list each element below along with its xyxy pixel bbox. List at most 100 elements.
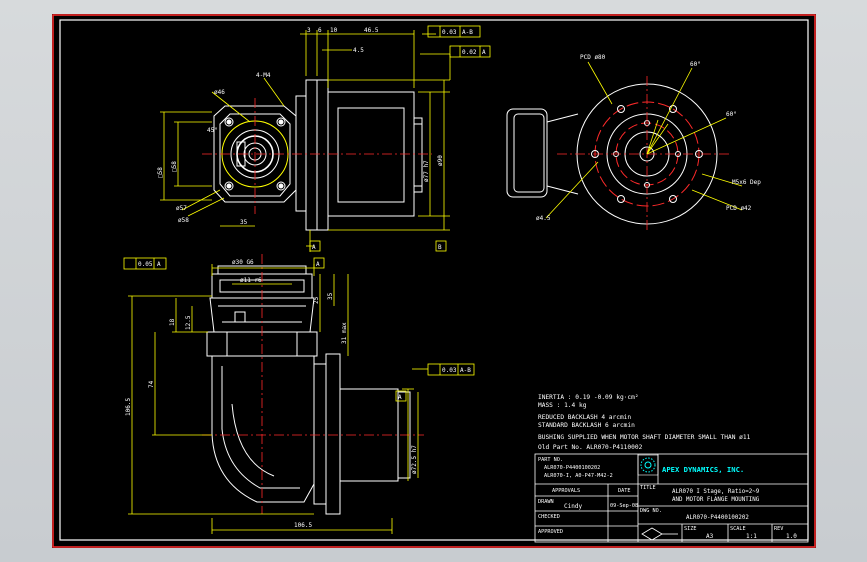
tb-scale: 1:1 (746, 533, 757, 540)
datum-b-top: B (438, 244, 442, 251)
title-block (534, 453, 809, 543)
tb-title-label: TITLE (640, 485, 656, 491)
tb-checked-label: CHECKED (538, 514, 560, 520)
inner-border (59, 19, 809, 541)
gearhead-inner (219, 113, 291, 197)
dim-35: 35 (240, 219, 248, 226)
gearhead-block (213, 105, 297, 203)
bolt-hole-2 (276, 117, 286, 127)
tol-side-perp-ref: A-B (460, 367, 471, 374)
tb-company: APEX DYNAMICS, INC. (662, 465, 744, 474)
spec-notes: INERTIA : 0.19 -0.09 kg·cm² MASS : 1.4 k… (538, 394, 751, 451)
tol-top-perp-ref: A (482, 49, 486, 56)
dim-74: 74 (148, 380, 155, 388)
right-angle-housing (211, 355, 315, 503)
dim-4-5: 4.5 (353, 47, 364, 54)
dim-46-5: 46.5 (364, 27, 379, 34)
tol-top-parallel-ref: A-B (462, 29, 473, 36)
set-screw (234, 311, 246, 323)
bolt-center-3 (226, 183, 232, 189)
dim-25: 25 (313, 296, 320, 304)
tb-approvals: APPROVALS (552, 488, 580, 494)
dim-35-side: 35 (327, 292, 334, 300)
tb-dwg-no-label: DWG NO. (640, 508, 662, 514)
tb-title-1: ALR070 I Stage, Ratio=2~9 (672, 489, 760, 495)
dim-6: 6 (318, 27, 322, 34)
tb-part-no-label: PART NO. (538, 457, 563, 463)
dim-45deg: 45° (207, 127, 218, 134)
dim-dia30: ø30 G6 (232, 259, 254, 266)
outer-border (52, 14, 816, 548)
dim-dia77: ø77 h7 (423, 160, 430, 182)
dim-dia58: ø58 (178, 217, 189, 224)
datum-a-top: A (312, 244, 316, 251)
tb-size-label: SIZE (684, 526, 697, 532)
adaptor-plate (295, 95, 307, 212)
tol-side-flat-ref: A (157, 261, 161, 268)
tb-dwg-no: ALR070-P4400100202 (686, 515, 749, 521)
note-bushing: BUSHING SUPPLIED WHEN MOTOR SHAFT DIAMET… (538, 434, 751, 441)
dim-dia57: ø57 (176, 205, 187, 212)
tb-rev: 1.0 (786, 533, 797, 540)
dim-sq58b: □58 (171, 161, 178, 172)
drawing-sheet: 3 6 10 46.5 4.5 4-M4 ø46 45° □58 □58 ø57… (52, 14, 816, 548)
note-mass: MASS : 1.4 kg (538, 402, 587, 409)
bolt-center-2 (278, 119, 284, 125)
tb-drawn-label: DRAWN (538, 499, 554, 505)
dim-dia4-5: ø4.5 (536, 215, 551, 222)
side-view (206, 265, 411, 515)
dim-lines-top (160, 30, 451, 252)
dim-106-5-vert: 106.5 (125, 398, 132, 416)
dim-31max: 31 max (341, 322, 348, 344)
dim-10: 10 (330, 27, 338, 34)
dim-dia46: ø46 (214, 89, 225, 96)
dim-106-5-horiz: 106.5 (294, 522, 312, 529)
bolt-center-1 (226, 119, 232, 125)
bolt-hole-4 (276, 181, 286, 191)
datum-a-side: A (398, 394, 402, 401)
dim-lines-front (545, 61, 743, 219)
tol-side-flat: 0.05 (138, 261, 153, 268)
dim-dia90: ø90 (437, 155, 444, 166)
drawing-canvas: 3 6 10 46.5 4.5 4-M4 ø46 45° □58 □58 ø57… (52, 14, 816, 548)
bolt-center-4 (278, 183, 284, 189)
tb-approved-label: APPROVED (538, 529, 563, 535)
bolt-hole-3 (224, 181, 234, 191)
dim-lines-side (128, 264, 428, 534)
note-old-part: Old Part No. ALR070-P4110002 (538, 444, 643, 451)
tb-drawn-by: Cindy (564, 503, 582, 510)
side-adaptor (313, 363, 327, 505)
side-flange (325, 353, 341, 515)
tb-drawn-date: 09-Sep-08 (610, 503, 638, 509)
tol-top-perp: 0.02 (462, 49, 477, 56)
tb-title-2: AND MOTOR FLANGE MOUNTING (672, 497, 760, 503)
dim-m5: M5x6 Dep (732, 179, 761, 186)
tb-date: DATE (618, 488, 631, 494)
dim-dia72: ø72.5 h7 (411, 445, 418, 474)
centerlines-front (557, 76, 732, 232)
tb-scale-label: SCALE (730, 526, 746, 532)
dim-18: 18 (169, 318, 176, 326)
dim-pcd80: PCD ø80 (580, 54, 606, 61)
centerlines-top (202, 98, 432, 214)
shaft-boss (413, 117, 423, 193)
motor-inner (337, 107, 405, 203)
datum-a-side-top: A (316, 261, 320, 268)
top-view (213, 79, 423, 231)
tolerance-text: 0.03 A-B 0.02 A 0.05 A 0.03 A-B A B A A (138, 29, 486, 401)
dim-12-5: 12.5 (185, 315, 192, 330)
dim-dia11: ø11 r6 (240, 277, 262, 284)
tolerance-frames-side (123, 257, 475, 402)
dimension-text: 3 6 10 46.5 4.5 4-M4 ø46 45° □58 □58 ø57… (125, 27, 761, 529)
dim-pcd42: PCD ø42 (726, 205, 752, 212)
note-backlash-standard: STANDARD BACKLASH 6 arcmin (538, 422, 635, 429)
tol-top-parallel: 0.03 (442, 29, 457, 36)
dim-4-m4: 4-M4 (256, 72, 271, 79)
centerlines-side (202, 254, 424, 514)
tol-side-perp: 0.03 (442, 367, 457, 374)
dim-sq58a: □58 (157, 167, 164, 178)
dim-3: 3 (307, 27, 311, 34)
tb-part-no-2: ALR070-I, A0-P47-M42-2 (544, 473, 613, 479)
tolerance-frames-top (309, 25, 491, 252)
